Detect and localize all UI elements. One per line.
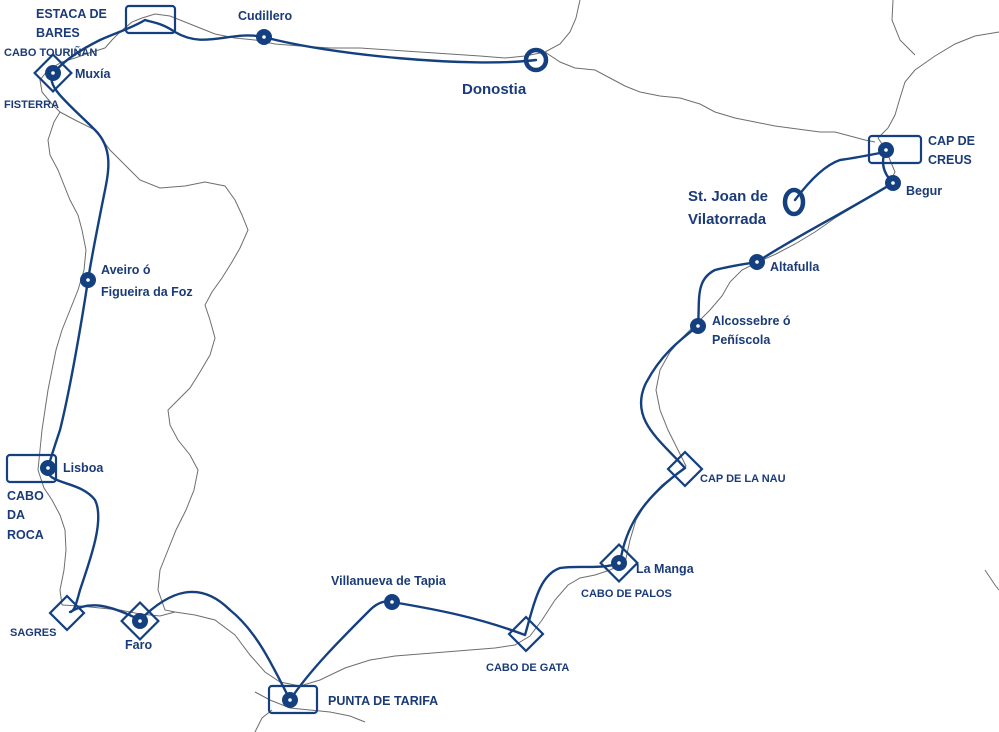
frame-cap-de-la-nau <box>666 450 704 488</box>
donostia-marker <box>523 47 549 73</box>
route-stops <box>40 29 901 708</box>
route-frames <box>5 4 923 715</box>
label-cabo-tourinan: CABO TOURIÑÁN <box>4 46 97 59</box>
label-faro: Faro <box>125 638 152 652</box>
dot-villanueva <box>384 594 400 610</box>
label-aveiro-1: Aveiro ó <box>101 263 151 277</box>
frame-sagres <box>48 594 86 632</box>
dot-aveiro <box>80 272 96 288</box>
route-line <box>46 18 895 702</box>
label-alcossebre-2: Peñíscola <box>712 333 771 347</box>
dot-cap-de-creus <box>878 142 894 158</box>
label-cabo-de-palos: CABO DE PALOS <box>581 588 672 600</box>
label-cabo-da-roca-1: CABO <box>7 489 44 503</box>
label-altafulla: Altafulla <box>770 260 820 274</box>
dot-muxia <box>45 65 61 81</box>
frame-punta-de-tarifa <box>267 684 319 715</box>
label-cudillero: Cudillero <box>238 9 293 23</box>
frame-faro <box>120 601 160 641</box>
label-st-joan-2: Vilatorrada <box>688 211 767 228</box>
place-labels: ESTACA DE BARES CABO TOURIÑÁN Muxía FIST… <box>4 7 975 708</box>
label-sagres: SAGRES <box>10 627 56 639</box>
dot-lisboa <box>40 460 56 476</box>
dot-cudillero <box>256 29 272 45</box>
label-lisboa: Lisboa <box>63 461 104 475</box>
label-punta-de-tarifa: PUNTA DE TARIFA <box>328 694 438 708</box>
dot-alcossebre <box>690 318 706 334</box>
label-muxia: Muxía <box>75 67 111 81</box>
frame-cap-de-creus <box>867 134 923 165</box>
label-cabo-de-gata: CABO DE GATA <box>486 662 569 674</box>
frame-estaca-de-bares <box>124 4 177 35</box>
dot-begur <box>885 175 901 191</box>
label-begur: Begur <box>906 184 942 198</box>
dot-faro <box>132 613 148 629</box>
dot-la-manga <box>611 555 627 571</box>
label-estaca-de-bares-2: BARES <box>36 26 80 40</box>
label-cap-de-la-nau: CAP DE LA NAU <box>700 473 786 485</box>
label-cap-de-creus-2: CREUS <box>928 153 972 167</box>
frame-cabo-da-roca <box>5 453 58 484</box>
frame-muxia <box>33 53 73 93</box>
dot-punta-de-tarifa <box>282 692 298 708</box>
frame-cabo-de-gata <box>507 615 545 653</box>
label-fisterra: FISTERRA <box>4 99 59 111</box>
frame-la-manga <box>599 543 639 583</box>
label-cabo-da-roca-2: DA <box>7 508 25 522</box>
st-joan-marker <box>782 187 806 217</box>
label-cabo-da-roca-3: ROCA <box>7 528 44 542</box>
label-aveiro-2: Figueira da Foz <box>101 285 193 299</box>
label-la-manga: La Manga <box>636 562 695 576</box>
label-donostia: Donostia <box>462 81 527 98</box>
label-st-joan-1: St. Joan de <box>688 188 768 205</box>
label-cap-de-creus-1: CAP DE <box>928 134 975 148</box>
dot-altafulla <box>749 254 765 270</box>
label-estaca-de-bares-1: ESTACA DE <box>36 7 107 21</box>
label-alcossebre-1: Alcossebre ó <box>712 314 791 328</box>
label-villanueva-de-tapia: Villanueva de Tapia <box>331 574 447 588</box>
coastline-and-borders <box>37 0 999 732</box>
